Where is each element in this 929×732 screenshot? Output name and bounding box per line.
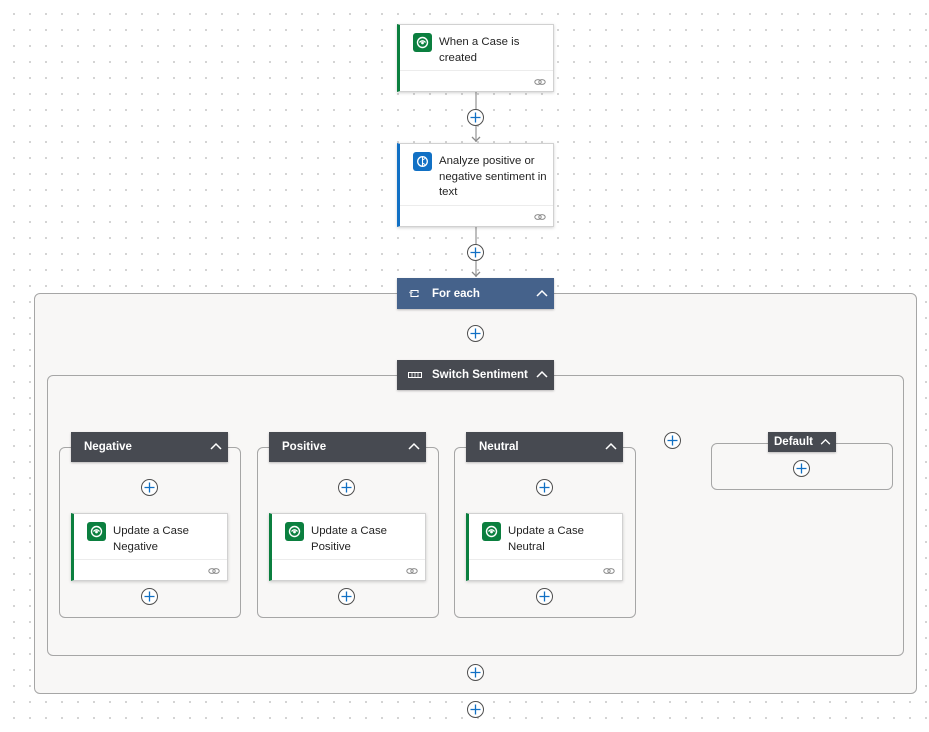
link-icon	[208, 568, 220, 574]
switch-label: Switch Sentiment	[432, 369, 528, 381]
dataverse-icon	[87, 522, 106, 541]
case-header-negative[interactable]: Negative	[71, 432, 228, 462]
add-step-button[interactable]	[141, 588, 158, 605]
link-icon	[406, 568, 418, 574]
add-step-button[interactable]	[338, 479, 355, 496]
analyze-title: Analyze positive or negative sentiment i…	[439, 155, 547, 198]
case-label: Positive	[282, 441, 327, 453]
link-icon	[534, 79, 546, 85]
plus-icon	[341, 482, 352, 493]
plus-icon	[470, 667, 481, 678]
add-step-button[interactable]	[141, 479, 158, 496]
foreach-label: For each	[432, 287, 480, 300]
card-footer	[400, 70, 553, 91]
case-label: Negative	[84, 441, 132, 453]
default-label: Default	[774, 436, 813, 448]
chevron-up-icon[interactable]	[536, 289, 548, 297]
case-header-positive[interactable]: Positive	[269, 432, 426, 462]
chevron-up-icon[interactable]	[605, 442, 617, 450]
plus-icon	[144, 591, 155, 602]
loop-icon	[409, 289, 419, 298]
foreach-header[interactable]: For each	[397, 278, 554, 309]
action-title: Update a Case Negative	[113, 525, 189, 553]
plus-icon	[539, 482, 550, 493]
plus-icon	[341, 591, 352, 602]
trigger-title: When a Case is created	[439, 36, 520, 64]
dataverse-icon	[285, 522, 304, 541]
trigger-card[interactable]: When a Case is created	[397, 24, 554, 92]
add-step-button[interactable]	[793, 460, 810, 477]
update-case-positive-card[interactable]: Update a Case Positive	[269, 513, 426, 581]
action-title: Update a Case Positive	[311, 525, 387, 553]
plus-icon	[470, 328, 481, 339]
add-step-button[interactable]	[467, 325, 484, 342]
card-footer	[272, 559, 425, 580]
add-case-button[interactable]	[664, 432, 681, 449]
dataverse-icon	[413, 33, 432, 52]
case-label: Neutral	[479, 441, 519, 453]
dataverse-icon	[482, 522, 501, 541]
chevron-up-icon[interactable]	[408, 442, 420, 450]
plus-icon	[470, 247, 481, 258]
ai-builder-icon	[413, 152, 432, 171]
chevron-up-icon[interactable]	[536, 370, 548, 378]
add-step-button[interactable]	[338, 588, 355, 605]
plus-icon	[470, 704, 481, 715]
card-footer	[469, 559, 622, 580]
link-icon	[603, 568, 615, 574]
add-step-button[interactable]	[467, 701, 484, 718]
chevron-up-icon[interactable]	[820, 438, 831, 445]
switch-header[interactable]: Switch Sentiment	[397, 360, 554, 390]
add-step-button[interactable]	[467, 664, 484, 681]
analyze-sentiment-card[interactable]: Analyze positive or negative sentiment i…	[397, 143, 554, 227]
add-step-button[interactable]	[467, 109, 484, 126]
add-step-button[interactable]	[536, 479, 553, 496]
update-case-neutral-card[interactable]: Update a Case Neutral	[466, 513, 623, 581]
plus-icon	[667, 435, 678, 446]
update-case-negative-card[interactable]: Update a Case Negative	[71, 513, 228, 581]
action-title: Update a Case Neutral	[508, 525, 584, 553]
plus-icon	[470, 112, 481, 123]
switch-icon	[408, 372, 422, 378]
case-header-neutral[interactable]: Neutral	[466, 432, 623, 462]
plus-icon	[796, 463, 807, 474]
card-footer	[400, 205, 553, 226]
plus-icon	[539, 591, 550, 602]
link-icon	[534, 214, 546, 220]
case-header-default[interactable]: Default	[768, 432, 836, 452]
card-footer	[74, 559, 227, 580]
add-step-button[interactable]	[467, 244, 484, 261]
plus-icon	[144, 482, 155, 493]
chevron-up-icon[interactable]	[210, 442, 222, 450]
add-step-button[interactable]	[536, 588, 553, 605]
